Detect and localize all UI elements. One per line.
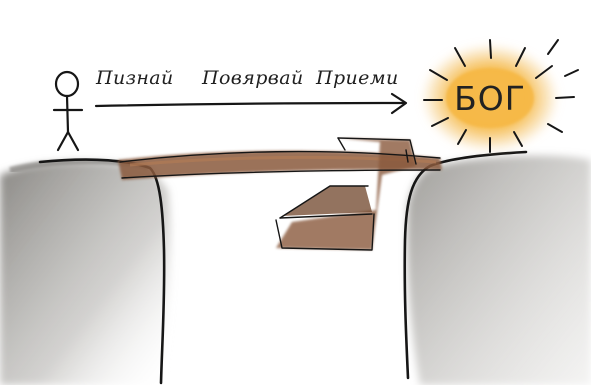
caption-word-3: Приеми bbox=[315, 67, 399, 89]
right-cliff-shade bbox=[407, 156, 591, 385]
arrow bbox=[96, 94, 406, 113]
caption: Пизнай Повярвай Приеми bbox=[95, 67, 399, 89]
stick-figure-head bbox=[56, 72, 78, 96]
sun: БОГ bbox=[420, 40, 578, 153]
stick-figure-body bbox=[67, 96, 68, 132]
sun-label: БОГ bbox=[454, 79, 526, 118]
left-cliff bbox=[0, 160, 171, 385]
arrow-shaft bbox=[96, 103, 404, 106]
stick-figure-legs bbox=[58, 132, 78, 150]
right-cliff bbox=[405, 152, 591, 385]
left-cliff-shade bbox=[0, 162, 171, 385]
caption-word-1: Пизнай bbox=[95, 67, 174, 89]
stick-figure bbox=[54, 72, 82, 150]
caption-word-2: Повярвай bbox=[201, 67, 304, 89]
